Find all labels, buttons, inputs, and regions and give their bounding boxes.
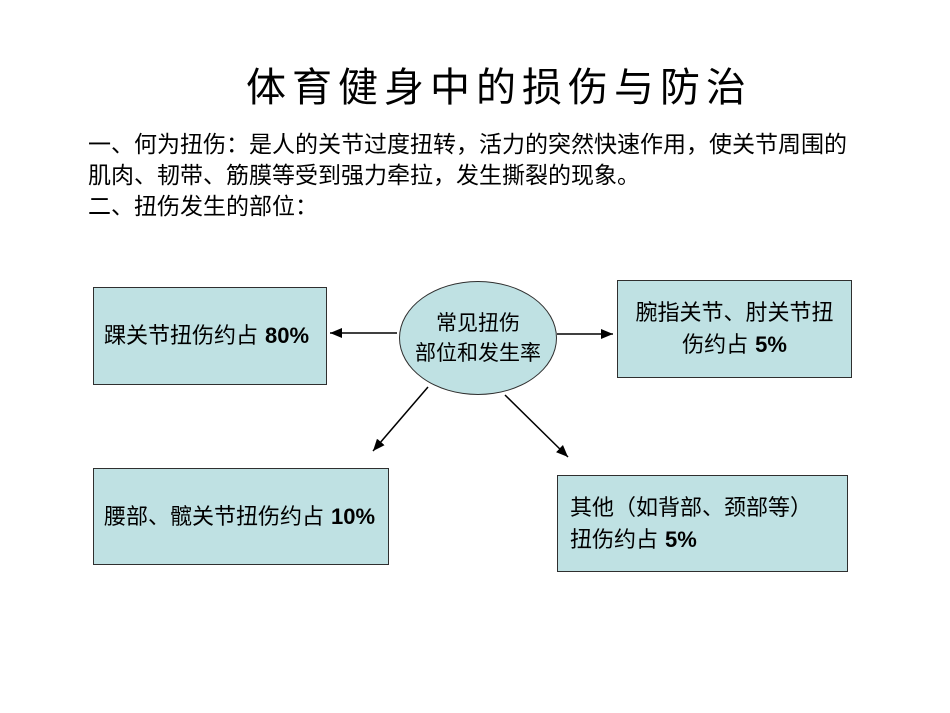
arrow-to-other-box: [504, 394, 569, 458]
body-text-block: 一、何为扭伤：是人的关节过度扭转，活力的突然快速作用，使关节周围的 肌肉、韧带、…: [88, 129, 900, 222]
box-other-line-2-label: 扭伤约占: [570, 526, 659, 552]
box-wrist-elbow-line-1: 腕指关节、肘关节扭: [635, 300, 834, 325]
box-wrist-elbow-percentage: 5%: [755, 332, 787, 357]
arrow-to-waist-hip-box: [372, 386, 429, 452]
box-ankle-percentage: 80%: [265, 323, 310, 348]
box-ankle-label: 踝关节扭伤约占: [104, 323, 259, 348]
box-other-line-1: 其他（如背部、颈部等）: [570, 494, 813, 520]
box-waist-hip-label: 腰部、髋关节扭伤约占: [104, 503, 325, 529]
slide-title: 体育健身中的损伤与防治: [246, 65, 752, 110]
center-ellipse-line-1: 常见扭伤: [436, 311, 520, 335]
center-ellipse: 常见扭伤 部位和发生率: [399, 281, 557, 395]
center-ellipse-line-2: 部位和发生率: [415, 341, 541, 365]
box-other-percentage: 5%: [665, 526, 697, 552]
box-waist-hip-percentage: 10%: [331, 503, 376, 529]
box-wrist-elbow-line-2-label: 伤约占: [682, 332, 749, 357]
body-line-definition-2: 肌肉、韧带、筋膜等受到强力牵拉，发生撕裂的现象。: [88, 163, 640, 188]
body-line-definition-1: 一、何为扭伤：是人的关节过度扭转，活力的突然快速作用，使关节周围的: [88, 132, 847, 157]
body-line-locations-heading: 二、扭伤发生的部位：: [88, 194, 318, 219]
